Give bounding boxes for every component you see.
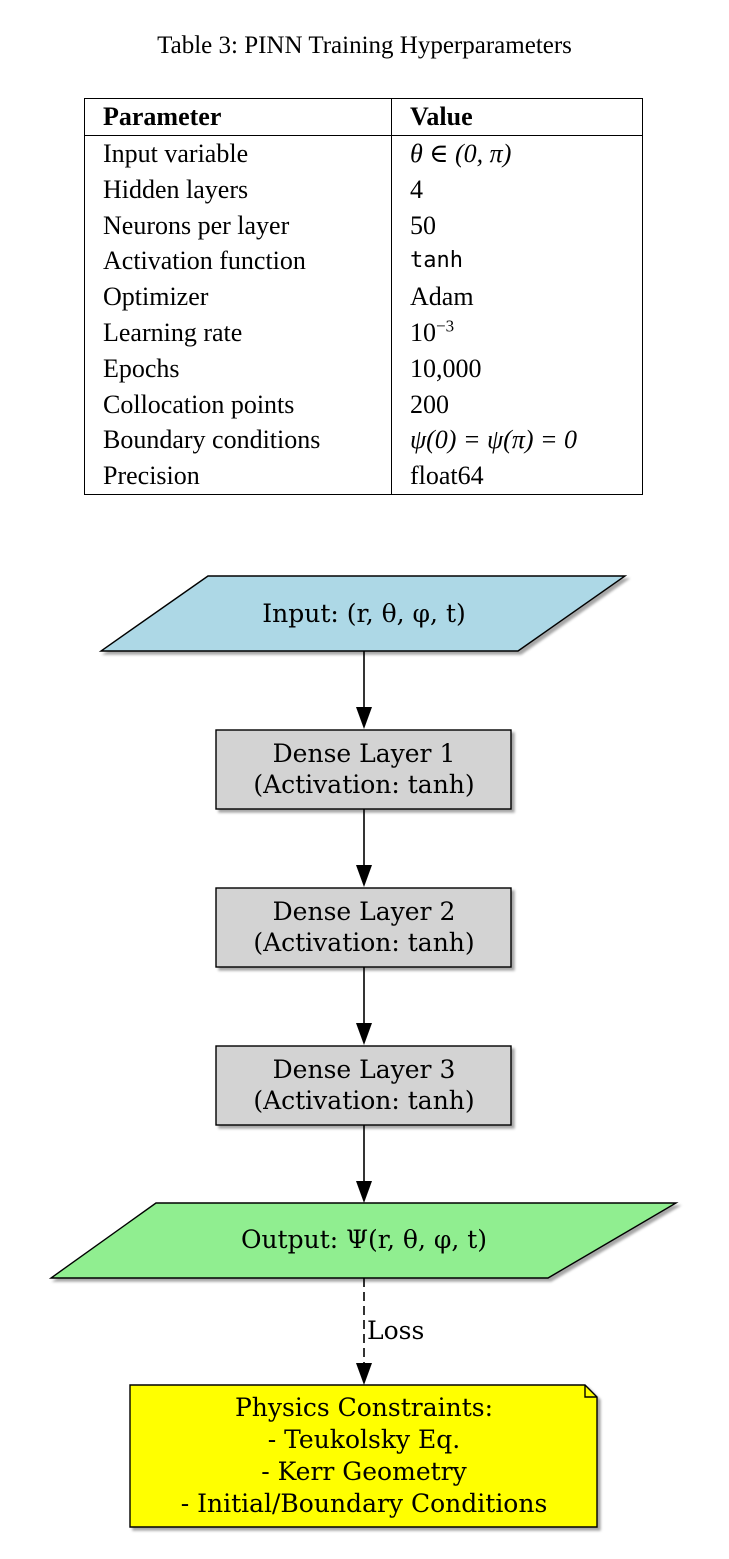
dense-layer-2-title: Dense Layer 2 (273, 897, 456, 926)
arrowhead-icon (356, 1181, 372, 1203)
dense-layer-1-activation: (Activation: tanh) (253, 770, 474, 799)
table-row: Epochs 10,000 (84, 350, 643, 387)
arrowhead-icon (356, 1023, 372, 1045)
header-value: Value (391, 98, 643, 136)
param-cell: Epochs (84, 350, 392, 387)
input-node (98, 575, 628, 652)
value-cell: 10−3 (391, 314, 643, 351)
value-cell: 10,000 (391, 350, 643, 387)
dense-layer-1-title: Dense Layer 1 (273, 739, 456, 768)
table-row: Neurons per layer 50 (84, 207, 643, 244)
dense-layer-3-activation: (Activation: tanh) (253, 1086, 474, 1115)
output-node-label: Output: Ψ(r, θ, φ, t) (241, 1225, 487, 1254)
output-node (48, 1202, 679, 1279)
table-row: Learning rate 10−3 (84, 314, 643, 351)
edge-label-loss: Loss (367, 1316, 424, 1345)
arrowhead-icon (356, 1363, 372, 1385)
header-parameter: Parameter (84, 98, 392, 136)
table-caption: Table 3: PINN Training Hyperparameters (157, 32, 572, 59)
value-cell: 200 (391, 386, 643, 423)
hyperparameter-table: Parameter Value Input variable θ ∈ (0, π… (84, 98, 643, 495)
value-cell: ψ(0) = ψ(π) = 0 (391, 422, 643, 459)
value-cell: float64 (391, 458, 643, 495)
value-cell: 4 (391, 171, 643, 208)
param-cell: Activation function (84, 243, 392, 280)
arrowhead-icon (356, 865, 372, 887)
value-cell: tanh (391, 243, 643, 280)
table-row: Hidden layers 4 (84, 171, 643, 208)
physics-constraint-item: - Initial/Boundary Conditions (181, 1489, 548, 1518)
table-row: Input variable θ ∈ (0, π) (84, 135, 643, 172)
param-cell: Collocation points (84, 386, 392, 423)
param-cell: Hidden layers (84, 171, 392, 208)
param-cell: Precision (84, 458, 392, 495)
table-row: Optimizer Adam (84, 279, 643, 315)
table-row: Activation function tanh (84, 243, 643, 280)
value-cell: θ ∈ (0, π) (391, 135, 643, 172)
input-node-label: Input: (r, θ, φ, t) (262, 599, 466, 628)
architecture-diagram: Loss Input: (r, θ, φ, t) Dense Layer 1 (… (48, 575, 679, 1528)
dense-layer-3-title: Dense Layer 3 (273, 1055, 456, 1084)
param-cell: Optimizer (84, 279, 392, 315)
param-cell: Input variable (84, 135, 392, 172)
dense-layer-2-activation: (Activation: tanh) (253, 928, 474, 957)
value-exponent: −3 (436, 316, 455, 336)
param-cell: Boundary conditions (84, 422, 392, 459)
dense-layer-2-node (215, 887, 512, 968)
value-cell: 50 (391, 207, 643, 244)
param-cell: Learning rate (84, 314, 392, 351)
physics-constraints-node (129, 1384, 598, 1528)
table-row: Collocation points 200 (84, 386, 643, 423)
table-row: Precision float64 (84, 458, 643, 495)
dense-layer-1-node (215, 729, 512, 810)
param-cell: Neurons per layer (84, 207, 392, 244)
value-base: 10 (410, 317, 436, 347)
physics-constraint-item: - Kerr Geometry (261, 1457, 467, 1486)
arrowhead-icon (356, 707, 372, 729)
dense-layer-3-node (215, 1045, 512, 1126)
table-header-row: Parameter Value (84, 98, 643, 136)
note-corner-fold-icon (584, 1385, 597, 1398)
physics-constraints-title: Physics Constraints: (235, 1393, 493, 1422)
physics-constraint-item: - Teukolsky Eq. (268, 1425, 460, 1454)
value-cell: Adam (391, 279, 643, 315)
table-row: Boundary conditions ψ(0) = ψ(π) = 0 (84, 422, 643, 459)
